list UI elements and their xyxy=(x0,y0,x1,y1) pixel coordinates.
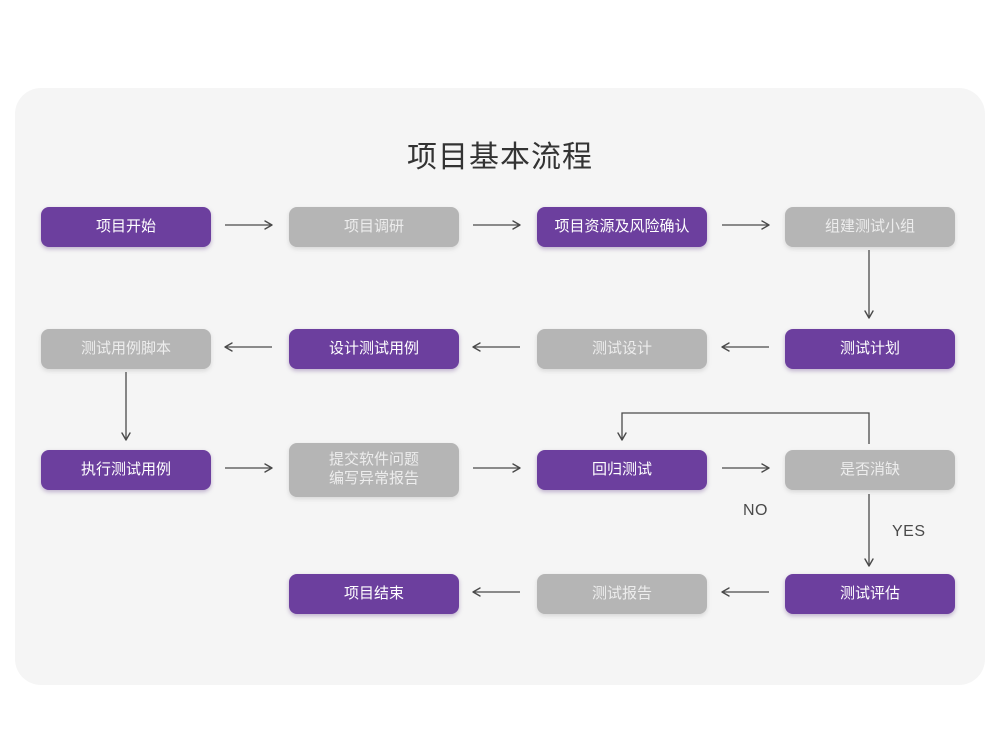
node-test-report[interactable]: 测试报告 xyxy=(537,574,707,614)
flowchart-card: 项目基本流程 xyxy=(15,88,985,685)
node-project-research[interactable]: 项目调研 xyxy=(289,207,459,247)
node-project-end[interactable]: 项目结束 xyxy=(289,574,459,614)
page-title: 项目基本流程 xyxy=(407,141,593,174)
edge-label-yes: YES xyxy=(892,523,926,540)
node-project-start[interactable]: 项目开始 xyxy=(41,207,211,247)
edge-label-no: NO xyxy=(743,502,768,519)
edge-n12-n11-no xyxy=(617,412,870,444)
node-execute-test-cases[interactable]: 执行测试用例 xyxy=(41,450,211,490)
node-submit-defects-report[interactable]: 提交软件问题 编写异常报告 xyxy=(289,443,459,497)
node-design-test-cases[interactable]: 设计测试用例 xyxy=(289,329,459,369)
node-test-plan[interactable]: 测试计划 xyxy=(785,329,955,369)
node-regression-test[interactable]: 回归测试 xyxy=(537,450,707,490)
node-test-evaluation[interactable]: 测试评估 xyxy=(785,574,955,614)
node-build-test-team[interactable]: 组建测试小组 xyxy=(785,207,955,247)
node-test-case-script[interactable]: 测试用例脚本 xyxy=(41,329,211,369)
node-resource-risk-confirmation[interactable]: 项目资源及风险确认 xyxy=(537,207,707,247)
node-defects-cleared[interactable]: 是否消缺 xyxy=(785,450,955,490)
node-test-design[interactable]: 测试设计 xyxy=(537,329,707,369)
